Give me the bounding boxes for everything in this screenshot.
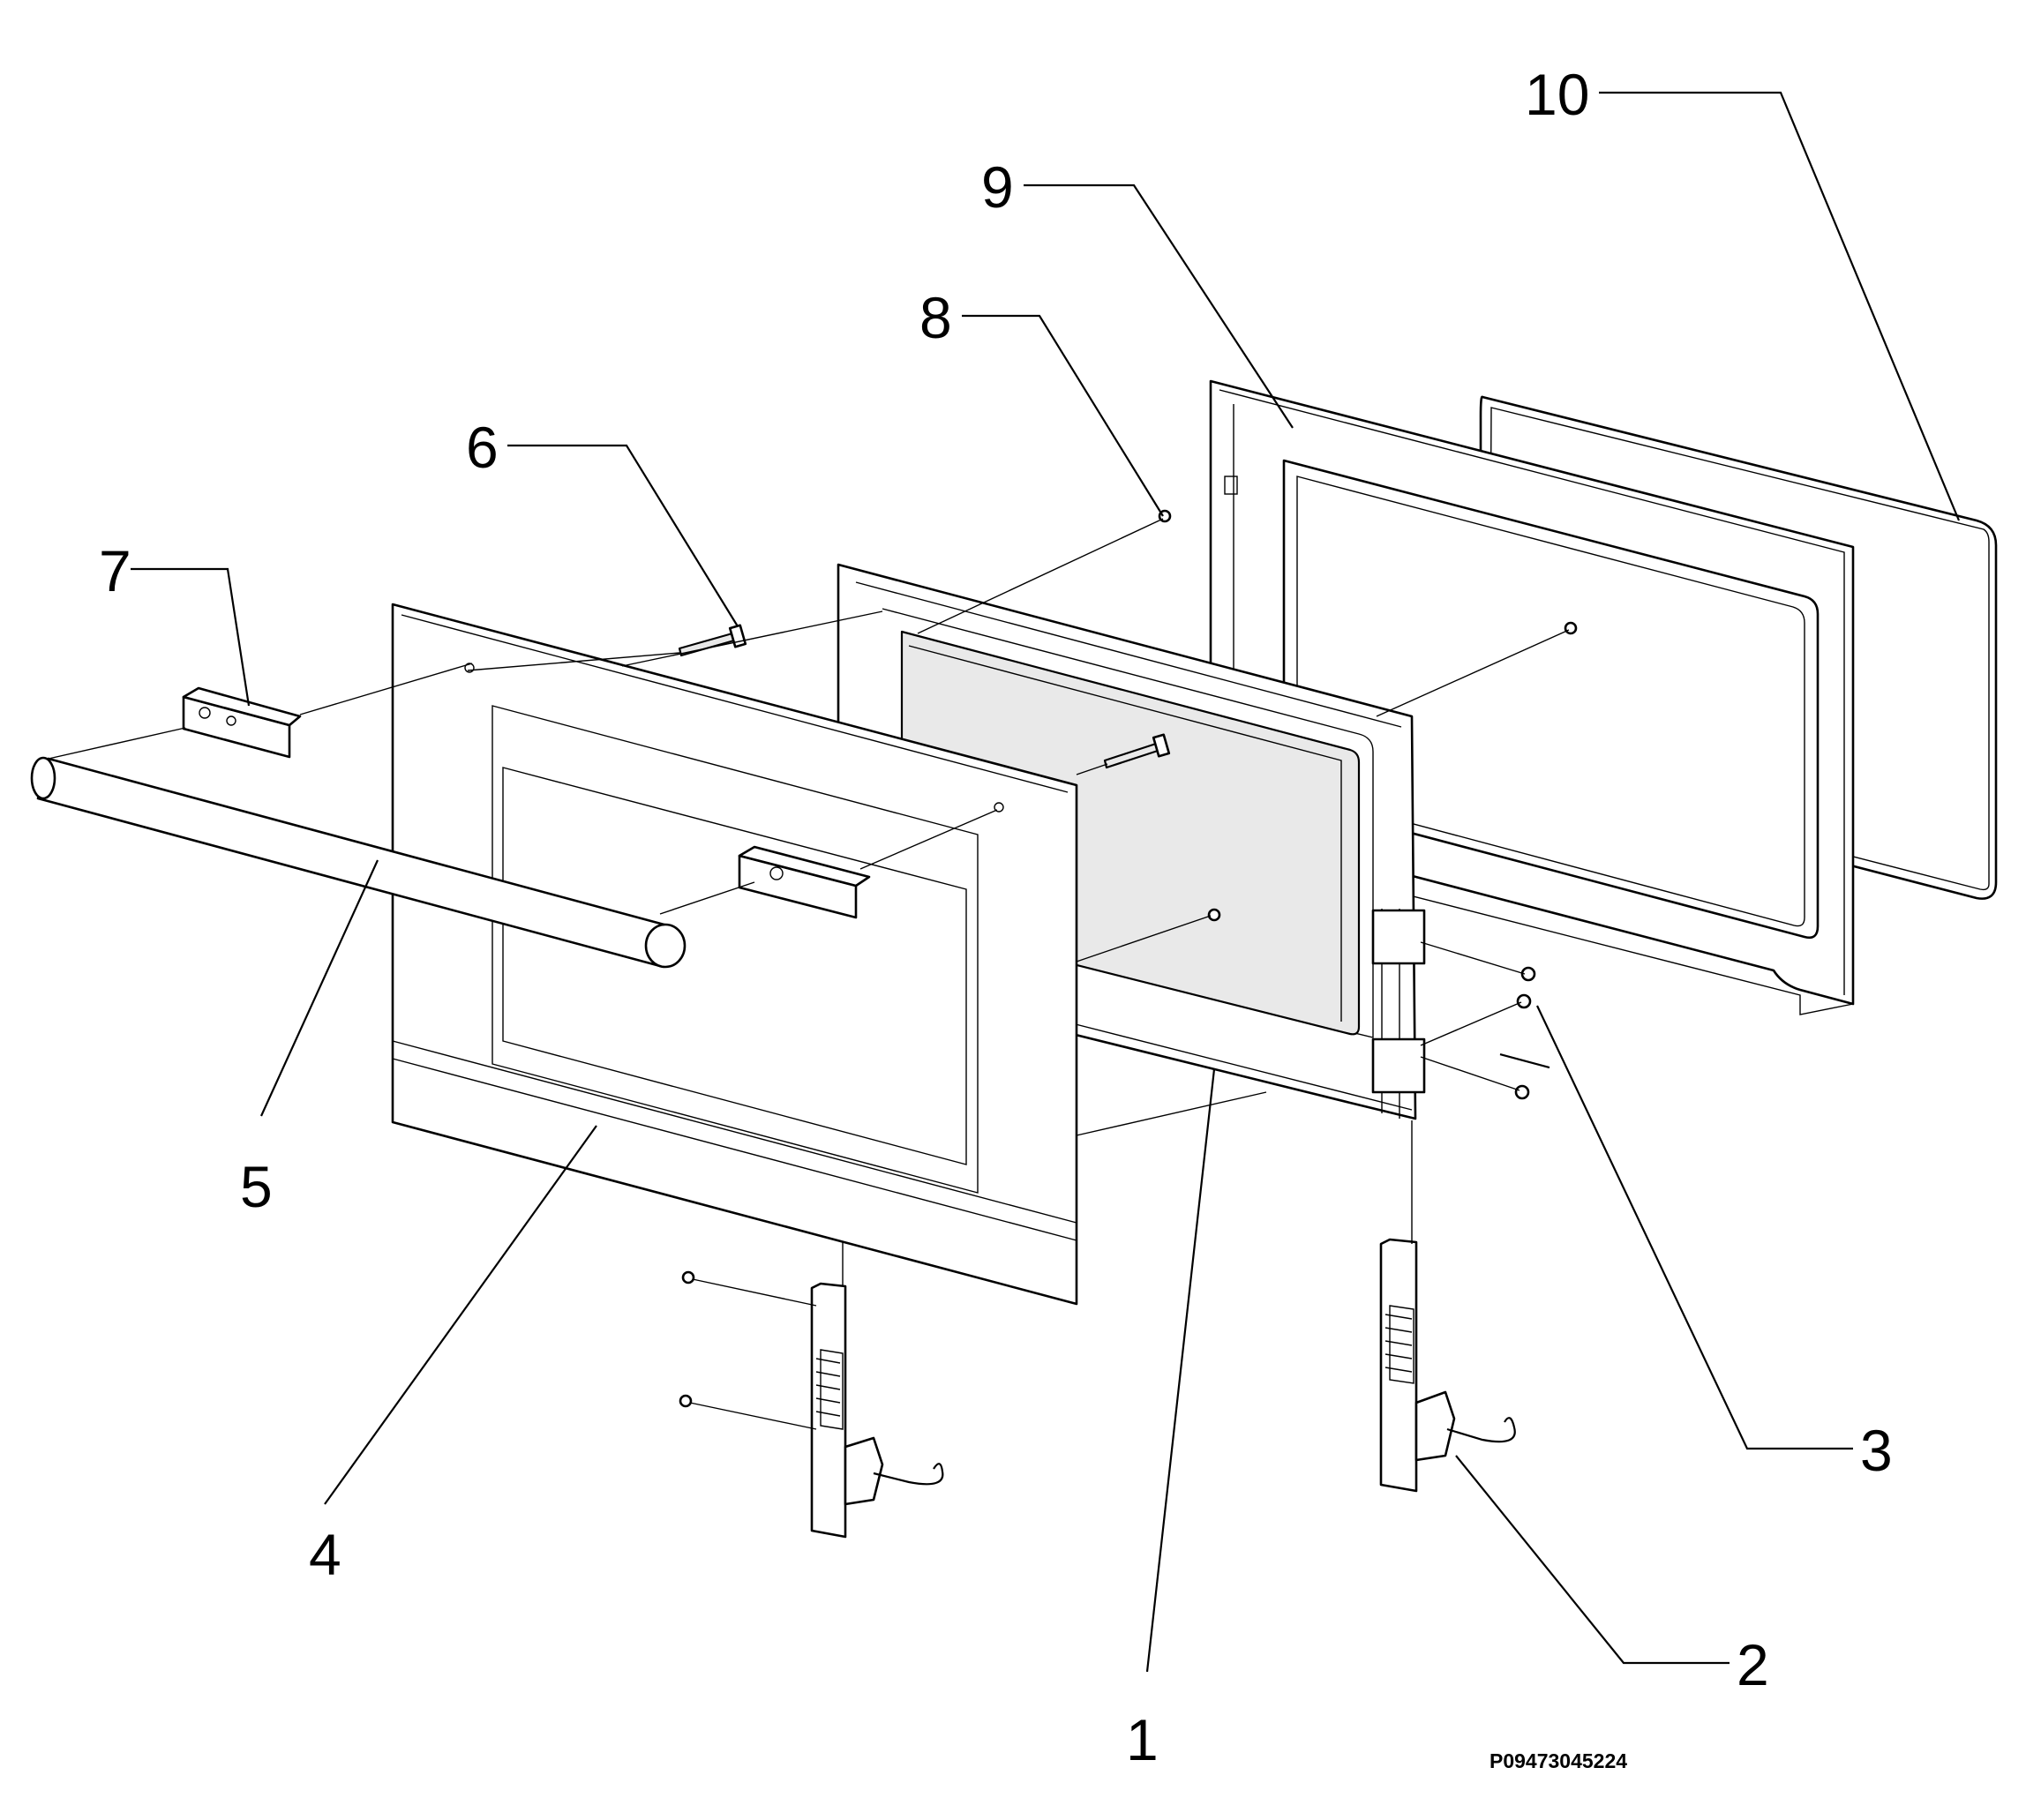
callout-8: 8 — [919, 285, 952, 350]
handle-bracket-right — [738, 845, 871, 919]
long-screw-upper — [678, 624, 747, 657]
callout-1: 1 — [1126, 1707, 1159, 1772]
callout-5: 5 — [240, 1154, 273, 1219]
callout-3: 3 — [1860, 1418, 1893, 1483]
long-screw-lower — [1103, 733, 1171, 769]
callout-4: 4 — [309, 1522, 341, 1587]
callout-leaders — [131, 91, 1961, 1673]
door-handle-bar — [30, 756, 687, 969]
small-screws — [679, 509, 1578, 1408]
callout-6: 6 — [466, 415, 499, 480]
handle-bracket-left — [182, 686, 302, 759]
callout-10: 10 — [1525, 62, 1589, 127]
callout-labels: 1 2 3 4 5 6 7 8 9 10 P09473045224 — [99, 62, 1893, 1772]
callout-9: 9 — [981, 154, 1014, 220]
drawing-code: P09473045224 — [1489, 1749, 1627, 1772]
callout-2: 2 — [1737, 1632, 1769, 1697]
door-hinge-right — [1379, 1238, 1516, 1493]
outer-glass-door — [391, 603, 1078, 1306]
assembly-lines — [48, 518, 1570, 1430]
callout-7: 7 — [99, 538, 131, 603]
door-hinge-left — [810, 1282, 944, 1539]
